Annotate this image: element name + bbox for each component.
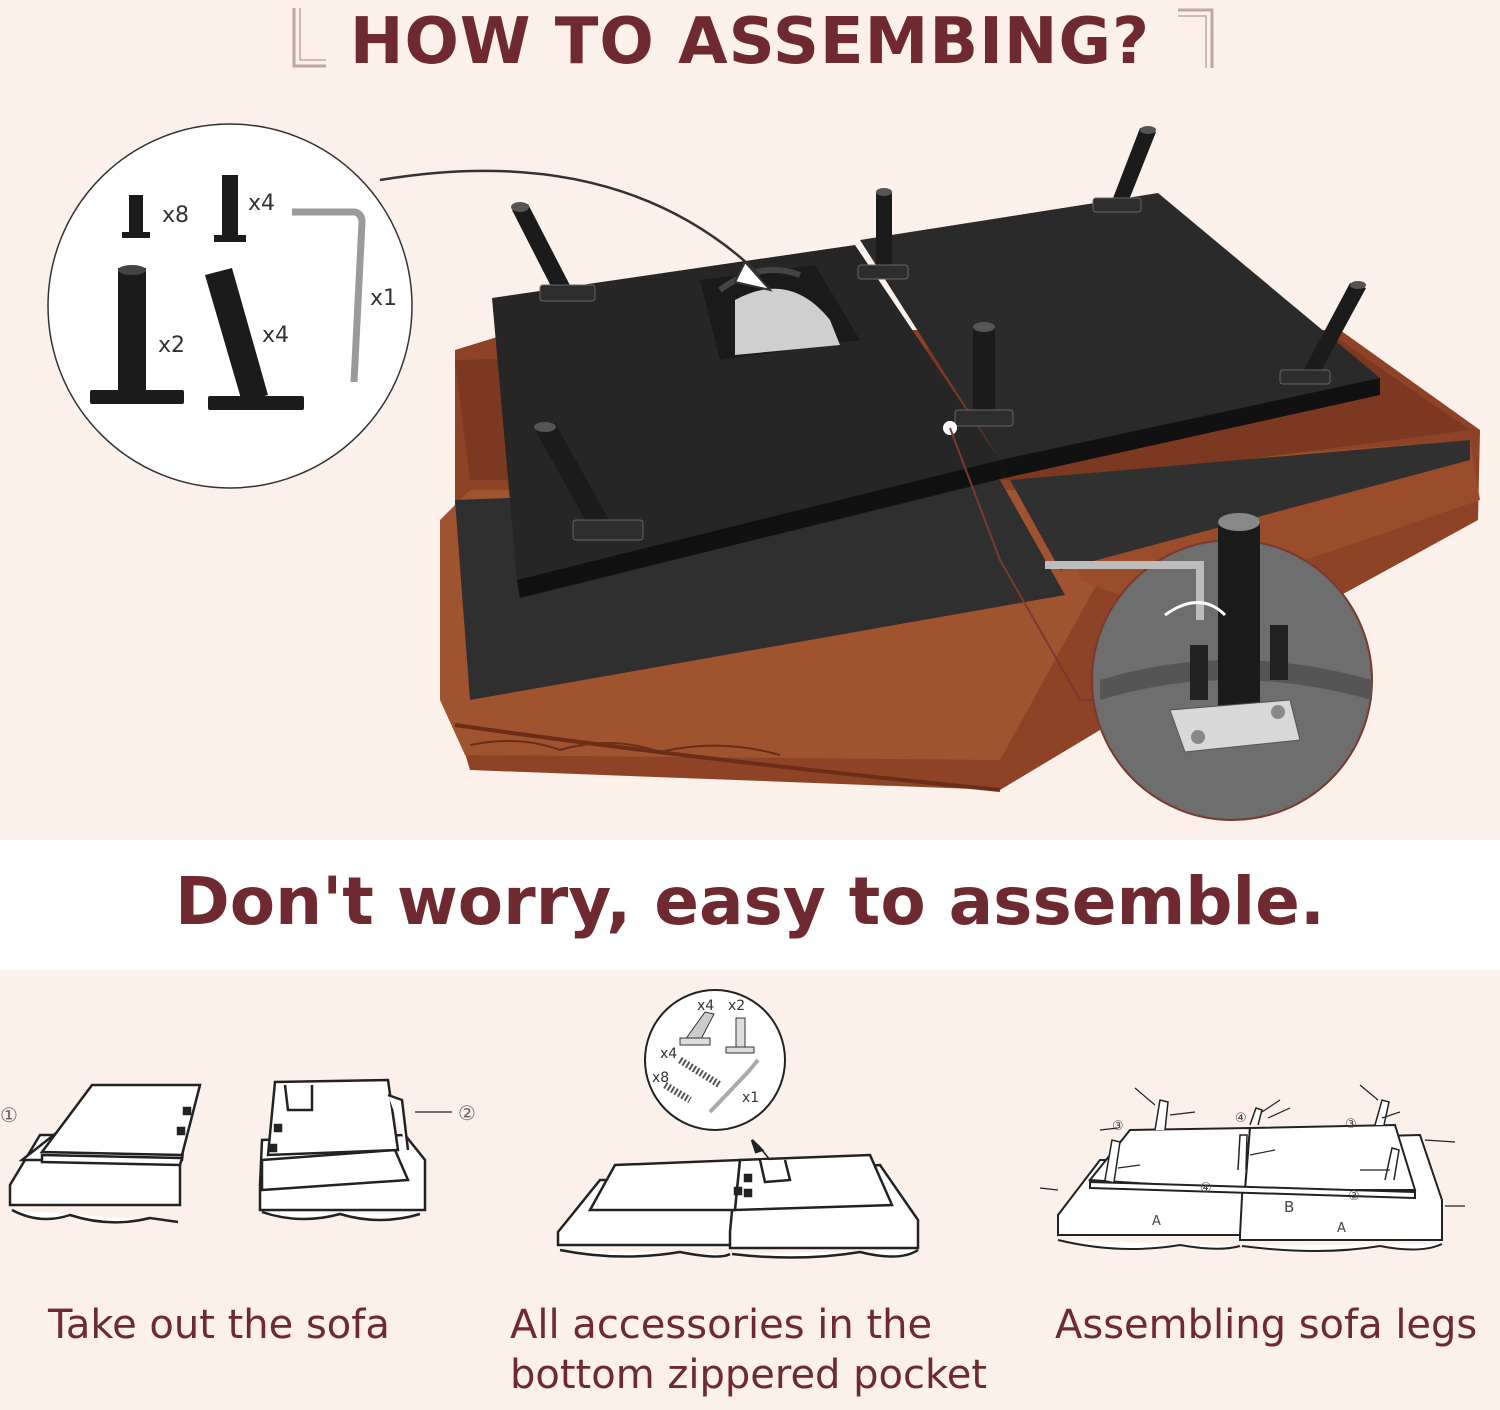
step-4-label-line: Assembling sofa legs [1055,1302,1478,1348]
count-angled-leg: x4 [262,323,289,348]
step-4-diagram: ③ ④ ③ ④ ③ A B A [1039,1084,1465,1252]
parts-callout: x8 x4 x2 x4 x1 [47,123,413,489]
bracket-right-icon [1178,8,1214,68]
short-leg-icon [122,195,150,238]
mark-6: A [1152,1214,1161,1229]
mini-count-4: x8 [652,1070,669,1086]
step-4-label: Assembling sofa legs [1055,1300,1477,1350]
hex-key-icon [292,208,366,383]
step-2-diagram [258,1078,427,1222]
hero-assembly-illustration: x8 x4 x2 x4 x1 [47,123,1480,821]
step-2-number: ② [458,1101,476,1125]
count-short-leg: x8 [162,203,189,228]
sofa-bottom-boards [492,193,1380,598]
step-3-label: All accessories in the bottom zippered p… [510,1300,987,1400]
subtitle: Don't worry, easy to assemble. [174,863,1325,940]
leg-detail-callout [1045,513,1373,821]
mini-count-5: x1 [742,1090,759,1106]
mark-3: ③ [1345,1117,1357,1132]
mini-count-2: x2 [728,998,745,1014]
straight-leg-icon [90,265,184,404]
mini-count-1: x4 [697,998,714,1014]
mark-5: ③ [1348,1189,1360,1204]
mark-1: ③ [1112,1119,1124,1134]
subtitle-band: Don't worry, easy to assemble. [0,840,1500,970]
header: HOW TO ASSEMBING? [0,0,1500,90]
page-title: HOW TO ASSEMBING? [349,5,1151,79]
angled-leg-icon [205,268,304,410]
count-medium-leg: x4 [248,191,275,216]
step-1-diagram [8,1083,202,1224]
sofa-legs [511,126,1366,541]
count-straight-leg: x2 [158,333,185,358]
steps-diagrams: ① ② x4 x2 x4 x8 x1 [0,989,1465,1259]
step-3-parts-circle: x4 x2 x4 x8 x1 [644,989,786,1131]
step-1-label-line: Take out the sofa [48,1302,390,1348]
mini-count-3: x4 [660,1046,677,1062]
bracket-left-icon [292,8,326,68]
step-3-diagram [556,1139,920,1259]
mark-7: B [1284,1198,1294,1216]
mark-4: ④ [1200,1181,1212,1196]
step-3-label-line-1: All accessories in the [510,1302,933,1348]
mark-8: A [1337,1221,1346,1236]
medium-leg-icon [214,175,246,242]
step-1-label: Take out the sofa [48,1300,390,1350]
count-hex-key: x1 [370,286,397,311]
step-1-number: ① [0,1103,18,1127]
mark-2: ④ [1235,1111,1247,1126]
step-3-label-line-2: bottom zippered pocket [510,1352,988,1398]
callout-arrow [379,169,761,276]
steps-section: ① ② x4 x2 x4 x8 x1 [0,970,1500,1410]
